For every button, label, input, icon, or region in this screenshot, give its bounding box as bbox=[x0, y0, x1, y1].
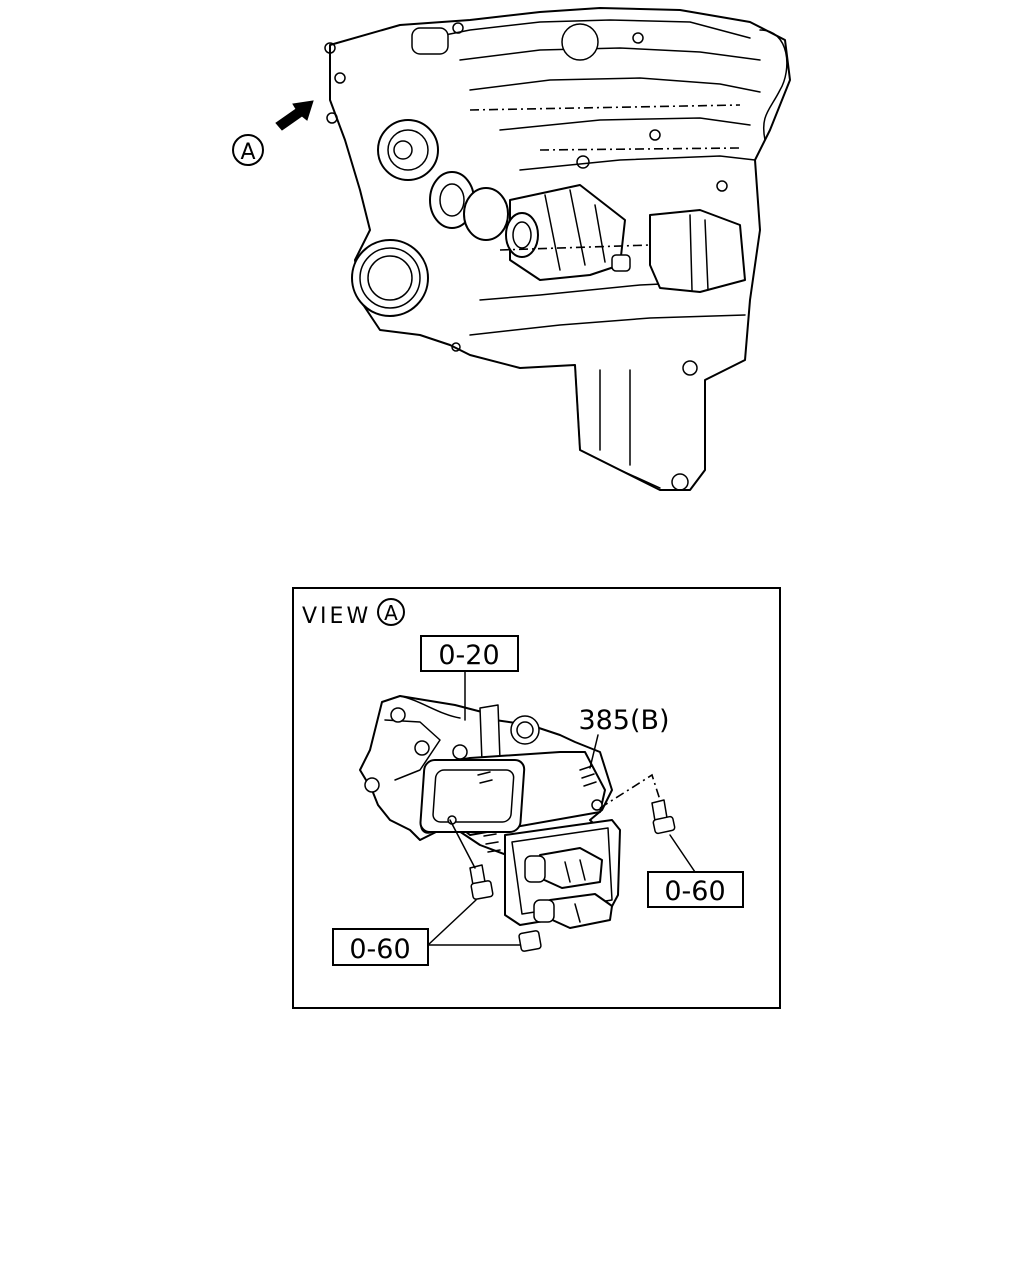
view-arrow: A bbox=[232, 100, 314, 166]
view-arrow-letter: A bbox=[240, 140, 255, 165]
view-arrow-circle bbox=[232, 134, 264, 166]
engine-illustration bbox=[324, 7, 791, 491]
leader-bolt-right bbox=[669, 834, 696, 873]
leader-dashed-bolt bbox=[599, 773, 661, 809]
view-arrow-shape bbox=[275, 100, 314, 131]
callout-top-ref-box bbox=[420, 635, 519, 672]
nut-bottom bbox=[518, 930, 542, 952]
callout-bolt-left: 0-60 bbox=[349, 934, 410, 965]
view-title-circle bbox=[377, 598, 405, 626]
leader-bolt-left-1 bbox=[427, 899, 477, 946]
bolt-right bbox=[651, 799, 676, 835]
view-title-letter: A bbox=[384, 601, 398, 625]
callout-top-ref: 0-20 bbox=[438, 640, 499, 671]
callout-bolt-left-box bbox=[332, 928, 429, 966]
view-title: VIEW bbox=[302, 604, 371, 629]
leader-part-number bbox=[589, 734, 599, 769]
leader-bolt-left-3 bbox=[449, 819, 476, 869]
callout-bolt-right-box bbox=[647, 871, 744, 908]
callout-part-number: 385(B) bbox=[578, 705, 669, 736]
callout-bolt-right: 0-60 bbox=[664, 876, 725, 907]
view-a-panel: VIEW A bbox=[292, 587, 781, 1009]
bracket-assembly bbox=[359, 695, 621, 929]
bolt-left bbox=[469, 864, 494, 900]
